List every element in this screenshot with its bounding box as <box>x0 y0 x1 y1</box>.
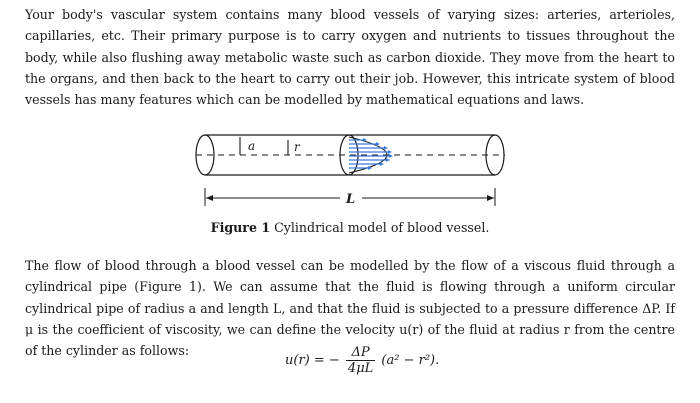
length-arrow-left <box>206 195 213 201</box>
label-r: r <box>294 140 301 154</box>
body-line: we can define the velocity u(r) of the f… <box>25 321 675 359</box>
cylinder-diagram: a r L <box>195 134 505 207</box>
label-a: a <box>248 139 255 153</box>
intro-line: metabolic waste such as carbon dioxide. … <box>25 49 675 86</box>
intro-line: Your body's vascular system contains man… <box>25 7 675 44</box>
caption-text: Cylindrical model of blood vessel. <box>274 220 490 235</box>
equation-fraction: ΔP 4μL <box>345 345 376 376</box>
intro-line: to carry out their job. However, this in… <box>25 70 675 108</box>
intro-paragraph: Your body's vascular system contains man… <box>25 4 675 110</box>
caption-label: Figure 1 <box>210 220 271 235</box>
equation-numerator: ΔP <box>345 345 376 361</box>
label-L: L <box>345 192 355 207</box>
body-line: The flow of blood through a blood vessel… <box>25 258 675 295</box>
equation-rhs: (a² − r²). <box>381 353 440 368</box>
velocity-arrows <box>349 139 389 169</box>
body-line: pipe (Figure 1). We can assume that the … <box>25 279 675 316</box>
equation-denominator: 4μL <box>347 361 374 376</box>
body-paragraph: The flow of blood through a blood vessel… <box>25 255 675 361</box>
intro-line: by mathematical equations and laws. <box>346 92 585 108</box>
body-line: a and length L, and that the fluid is su… <box>25 300 675 337</box>
intro-line: Their primary purpose is to carry oxygen… <box>25 28 675 65</box>
length-arrow-right <box>487 195 494 201</box>
equation-lhs: u(r) = − <box>285 353 340 368</box>
cylinder-figure: a r L <box>0 130 700 240</box>
figure-caption: Figure 1 Cylindrical model of blood vess… <box>0 220 700 235</box>
velocity-equation: u(r) = − ΔP 4μL (a² − r²). <box>285 345 439 376</box>
